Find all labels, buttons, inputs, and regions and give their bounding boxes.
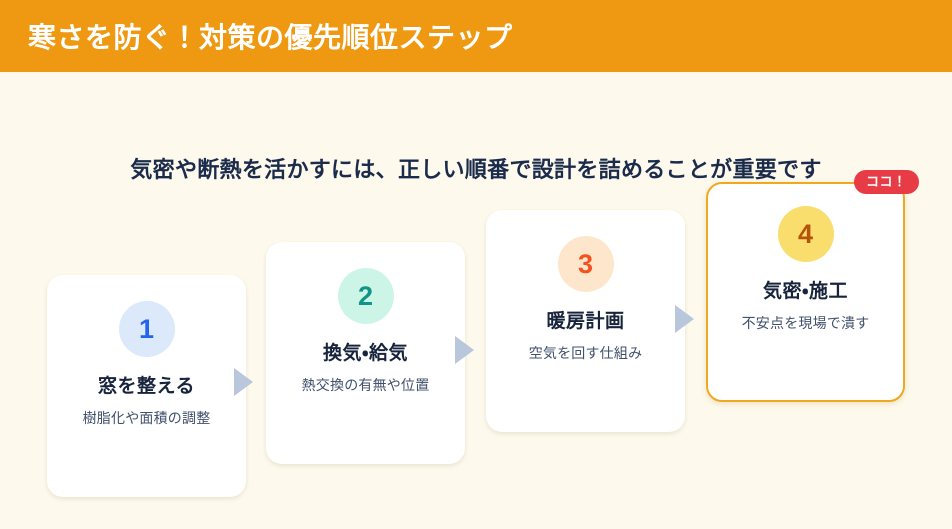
step-description-1: 樹脂化や面積の調整 (82, 410, 211, 426)
header-bar: 寒さを防ぐ！対策の優先順位ステップ (0, 0, 952, 72)
step-description-3: 空気を回す仕組み (528, 345, 643, 361)
step-card-3[interactable]: 3 暖房計画 空気を回す仕組み (486, 210, 685, 432)
step-number-badge-1: 1 (118, 301, 175, 357)
step-card-2[interactable]: 2 換気・給気 熱交換の有無や位置 (266, 242, 465, 464)
step-card-4[interactable]: 4 気密・施工 不安点を現場で潰す (706, 182, 905, 402)
page-title: 寒さを防ぐ！対策の優先順位ステップ (28, 22, 513, 53)
highlight-badge: ココ！ (854, 170, 919, 194)
arrow-right-icon-2 (455, 336, 474, 364)
arrow-right-icon-1 (234, 368, 253, 396)
step-description-4: 不安点を現場で潰す (741, 315, 870, 331)
step-number-3: 3 (577, 248, 594, 279)
step-number-2: 2 (357, 280, 374, 311)
step-card-1[interactable]: 1 窓を整える 樹脂化や面積の調整 (47, 275, 246, 497)
step-title-2: 換気・給気 (323, 343, 408, 364)
step-number-badge-3: 3 (557, 236, 614, 292)
step-title-1: 窓を整える (98, 376, 195, 397)
step-number-badge-2: 2 (337, 268, 394, 324)
arrow-right-icon-3 (675, 305, 694, 333)
step-number-4: 4 (797, 218, 814, 249)
step-number-1: 1 (138, 313, 155, 344)
step-description-2: 熱交換の有無や位置 (301, 377, 430, 393)
step-title-4: 気密・施工 (763, 281, 848, 302)
step-number-badge-4: 4 (777, 206, 834, 262)
subtitle-text: 気密や断熱を活かすには、正しい順番で設計を詰めることが重要です (130, 157, 822, 182)
step-title-3: 暖房計画 (546, 311, 625, 332)
